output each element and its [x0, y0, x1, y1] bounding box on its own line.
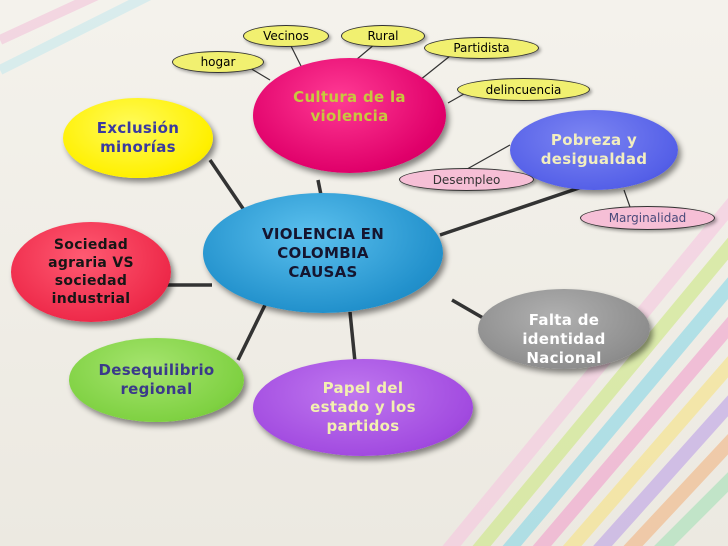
center-label: VIOLENCIA EN COLOMBIA CAUSAS: [261, 224, 385, 281]
node-pobreza-label: Pobreza y desigualdad: [540, 131, 648, 168]
node-papel: Papel del estado y los partidos: [253, 359, 473, 456]
tag-rural-label: Rural: [367, 29, 399, 43]
tag-hogar: hogar: [172, 51, 264, 73]
node-cultura-label: Cultura de la violencia: [293, 87, 406, 125]
tag-marginalidad: Marginalidad: [580, 206, 715, 230]
node-desequilibrio-label: Desequilibrio regional: [98, 361, 215, 398]
tag-vecinos-label: Vecinos: [263, 29, 309, 43]
tag-delincuencia: delincuencia: [457, 78, 590, 101]
center-node: VIOLENCIA EN COLOMBIA CAUSAS: [203, 193, 443, 313]
node-falta: Falta de identidad Nacional: [478, 289, 650, 369]
node-papel-label: Papel del estado y los partidos: [310, 379, 416, 435]
tag-vecinos: Vecinos: [243, 25, 329, 47]
node-exclusion-label: Exclusión minorías: [96, 119, 180, 156]
tag-marginalidad-label: Marginalidad: [608, 211, 687, 225]
node-sociedad: Sociedad agraria VS sociedad industrial: [11, 222, 171, 322]
tag-partidista: Partidista: [424, 37, 539, 59]
node-desequilibrio: Desequilibrio regional: [69, 338, 244, 422]
tag-desempleo: Desempleo: [399, 168, 534, 191]
node-cultura: Cultura de la violencia: [253, 58, 446, 173]
node-falta-label: Falta de identidad Nacional: [522, 310, 606, 367]
node-exclusion: Exclusión minorías: [63, 98, 213, 178]
tag-desempleo-label: Desempleo: [432, 172, 501, 187]
node-sociedad-label: Sociedad agraria VS sociedad industrial: [48, 237, 134, 307]
node-pobreza: Pobreza y desigualdad: [510, 110, 678, 190]
tag-delincuencia-label: delincuencia: [485, 82, 562, 97]
tag-rural: Rural: [341, 25, 425, 47]
tag-hogar-label: hogar: [200, 55, 236, 69]
tag-partidista-label: Partidista: [453, 41, 510, 55]
